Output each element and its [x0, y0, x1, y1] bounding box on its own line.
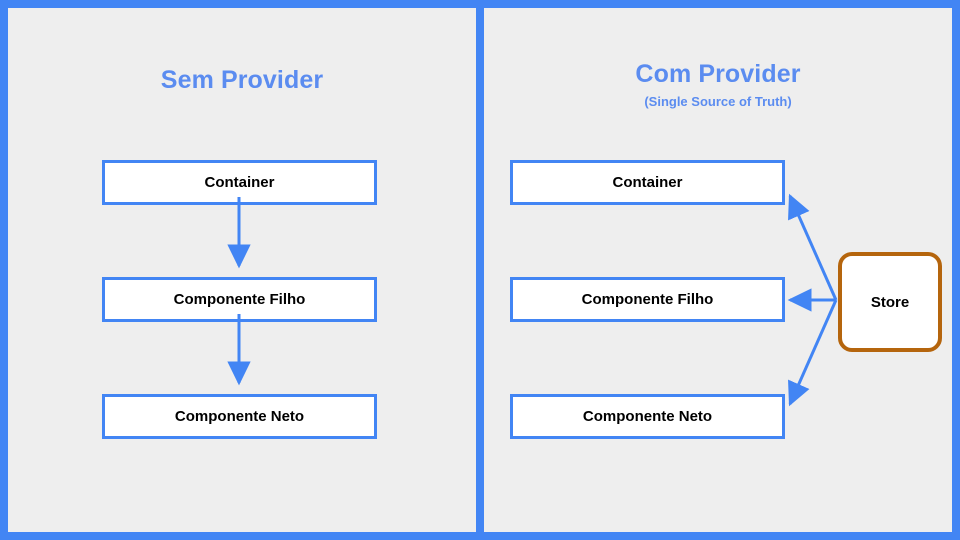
- left-node-componente-filho-label: Componente Filho: [173, 291, 306, 308]
- right-node-componente-neto: Componente Neto: [510, 394, 785, 439]
- right-panel-subtitle: (Single Source of Truth): [644, 94, 792, 109]
- right-panel-title: Com Provider: [635, 60, 801, 88]
- right-node-container-label: Container: [612, 174, 683, 191]
- panel-without-provider: Sem Provider Container Componente Filho …: [8, 8, 476, 532]
- left-node-container-label: Container: [204, 174, 275, 191]
- store-box: Store: [838, 252, 942, 352]
- panel-with-provider: Com Provider (Single Source of Truth) Co…: [484, 8, 952, 532]
- left-panel-title: Sem Provider: [160, 66, 324, 94]
- right-node-componente-filho-label: Componente Filho: [581, 291, 714, 308]
- store-label: Store: [870, 293, 910, 311]
- panel-divider: [476, 0, 484, 540]
- left-node-componente-neto: Componente Neto: [102, 394, 377, 439]
- left-node-container: Container: [102, 160, 377, 205]
- right-node-componente-filho: Componente Filho: [510, 277, 785, 322]
- right-node-componente-neto-label: Componente Neto: [582, 408, 713, 425]
- left-node-componente-neto-label: Componente Neto: [174, 408, 305, 425]
- left-node-componente-filho: Componente Filho: [102, 277, 377, 322]
- right-node-container: Container: [510, 160, 785, 205]
